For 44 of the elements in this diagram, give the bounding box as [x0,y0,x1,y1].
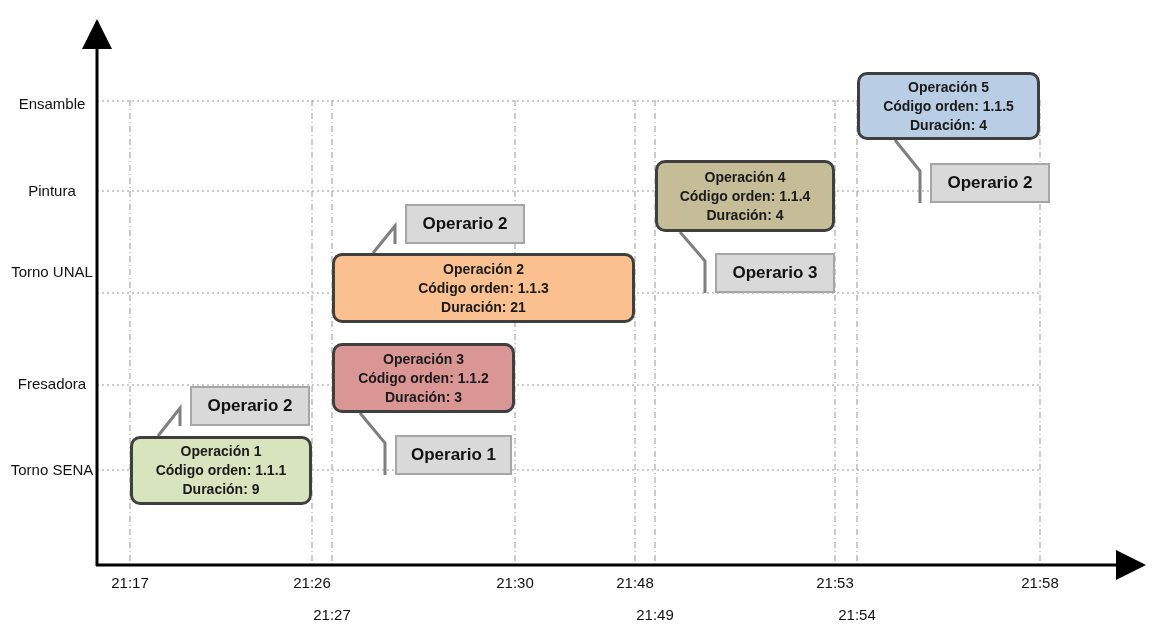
operation-box [332,253,635,323]
operation-box [655,160,835,232]
operation-text: Código orden: 1.1.4 [679,186,811,206]
operator-label: Operario 2 [405,204,525,244]
operation-text: Duración: 9 [182,480,260,499]
operator-label: Operario 3 [715,253,835,293]
tick-label: 21:26 [292,573,332,592]
tick-label: 21:30 [495,573,535,592]
operation-box [130,436,312,505]
operation-text: Duración: 21 [441,297,526,317]
axis-label: Torno UNAL [10,262,94,281]
tick-label: 21:58 [1020,573,1060,592]
leader-line [371,221,397,254]
operation-text: Código orden: 1.1.2 [358,368,489,388]
operation-text: Operación 4 [704,167,786,187]
axis-label: Fresadora [16,374,88,393]
tick-label: 21:53 [815,573,855,592]
operation-text: Operación 2 [443,259,524,279]
operation-text: Código orden: 1.1.5 [883,96,1014,116]
tick-label: 21:54 [837,605,877,624]
operator-label: Operario 2 [930,163,1050,203]
leader-line [156,403,182,437]
operation-text: Duración: 3 [385,387,462,407]
leader-line [678,231,707,293]
tick-label: 21:17 [110,573,150,592]
leader-line [358,412,387,475]
tick-label: 21:48 [615,573,655,592]
tick-label: 21:49 [635,605,675,624]
operation-text: Código orden: 1.1.1 [155,461,287,480]
axis-label: Pintura [27,181,77,200]
operation-text: Operación 5 [908,77,989,97]
axis-label: Torno SENA [9,460,95,479]
operator-label: Operario 1 [395,435,512,475]
leader-line [893,139,922,203]
operation-box [857,72,1040,140]
operation-text: Duración: 4 [910,115,987,135]
operation-box [332,343,515,413]
axis-label: Ensamble [17,94,87,113]
operation-text: Duración: 4 [706,205,784,225]
operation-text: Operación 3 [383,349,464,369]
operator-label: Operario 2 [190,386,310,426]
operation-text: Operación 1 [180,442,262,461]
tick-label: 21:27 [312,605,352,624]
operation-text: Código orden: 1.1.3 [418,278,549,298]
